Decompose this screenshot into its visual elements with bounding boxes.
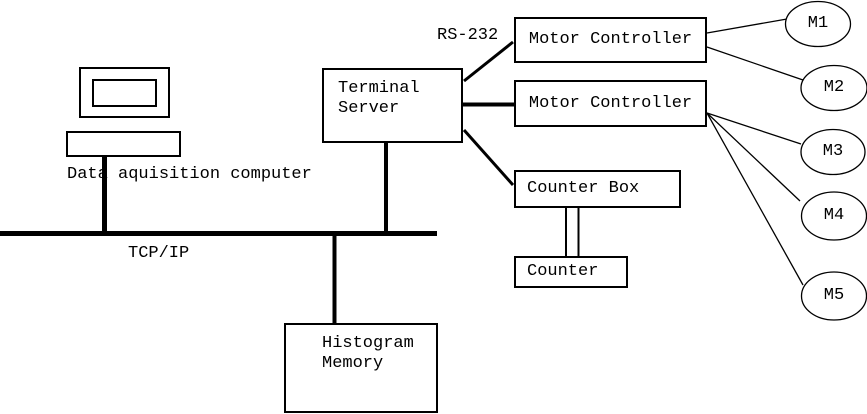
counter-box-label: Counter Box [527,179,640,198]
motor-m3-ellipse [800,128,866,176]
motor-controller-1-label: Motor Controller [528,30,693,49]
histogram-memory-label-line1: Histogram [322,334,414,353]
computer-screen-icon [92,79,157,107]
motor-m2-label: M2 [823,78,845,97]
terminal-server-to-counter-box-line [462,129,515,186]
motor-m4-label: M4 [823,206,845,225]
motor-controller-2-label: Motor Controller [528,93,693,113]
motor-m5-label: M5 [823,286,845,305]
motor-controller-1-to-m1-line [706,18,788,34]
histogram-memory-node: Histogram Memory [284,323,438,413]
motor-controller-1-node: Motor Controller [514,17,707,63]
counter-box-node: Counter Box [514,170,681,208]
motor-m1-ellipse [784,0,852,48]
motor-controller-2-to-m4-line [706,112,801,202]
motor-m2-ellipse [800,64,867,112]
terminal-server-node: Terminal Server [322,68,463,143]
tcpip-label: TCP/IP [128,244,190,263]
computer-keyboard-icon [66,131,181,157]
motor-controller-2-to-m5-line [706,112,804,286]
motor-m3-label: M3 [822,142,844,161]
motor-controller-1-to-m2-line [706,46,804,81]
motor-controller-2-to-m3-line [706,112,802,145]
terminal-server-label-line2: Server [338,99,400,118]
counter-node: Counter [514,256,628,288]
terminal-server-to-motor-controller-1-line [463,40,514,83]
terminal-server-label-line1: Terminal [338,79,420,98]
counter-label: Counter [527,262,599,281]
motor-m1-label: M1 [807,14,829,33]
motor-controller-2-node: Motor Controller [514,80,707,127]
histogram-memory-label-line2: Memory [322,354,384,373]
rs232-label: RS-232 [437,26,499,45]
computer-label: Data aquisition computer [67,165,312,184]
